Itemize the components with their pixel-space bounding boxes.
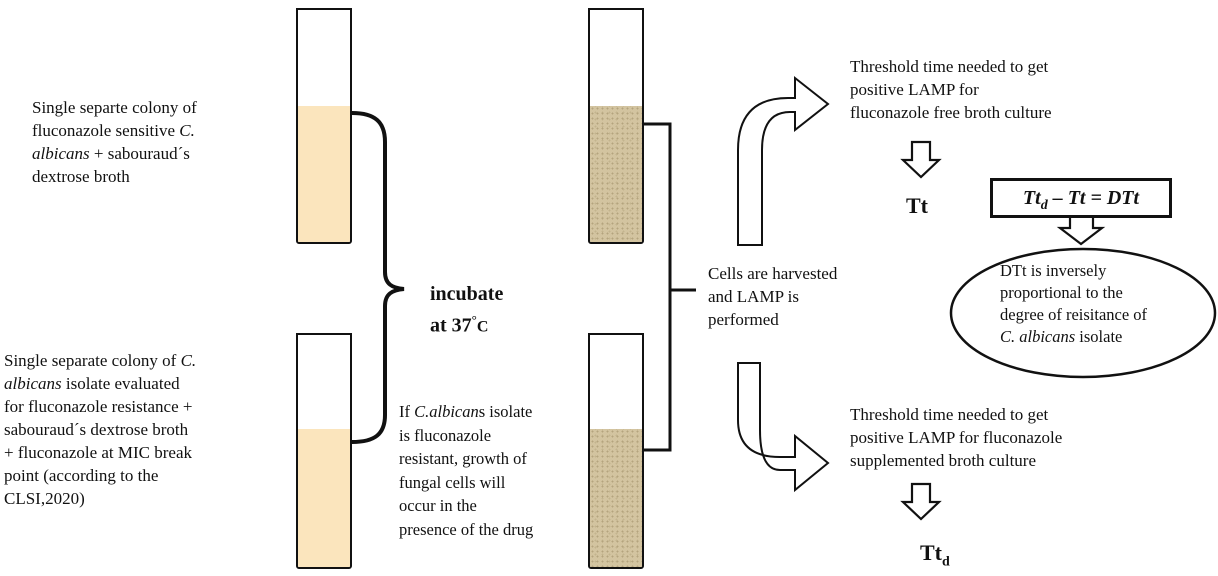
text-line: Single separate colony of C. <box>4 351 197 370</box>
tube-resistant-incubation <box>296 333 352 569</box>
right-bracket <box>644 122 696 452</box>
tube-resistant-grown <box>588 333 644 569</box>
incubate-label: incubate at 37°C <box>430 281 503 341</box>
up-right-arrow <box>737 75 830 246</box>
text-line: supplemented broth culture <box>850 451 1037 470</box>
text-line: and LAMP is <box>708 287 799 306</box>
text-line: resistant, growth of <box>399 449 527 468</box>
resistant-culture-description: Single separate colony of C. albicans is… <box>4 349 284 510</box>
text-line: Cells are harvested <box>708 264 838 283</box>
text-line: point (according to the <box>4 466 159 485</box>
down-arrow-to-ellipse <box>1056 214 1106 246</box>
text-line: Threshold time needed to get <box>850 405 1049 424</box>
clear-broth <box>298 429 350 567</box>
tt-label: Tt <box>906 193 928 218</box>
ellipse-text: DTt is inversely proportional to the deg… <box>1000 260 1200 348</box>
text-line: performed <box>708 310 779 329</box>
clear-broth <box>298 106 350 242</box>
incubate-line1: incubate <box>430 283 504 305</box>
ttd-label: Ttd <box>920 540 950 570</box>
text-line: is fluconazole <box>399 425 492 445</box>
text-line: fluconazole free broth culture <box>850 103 1052 122</box>
text-line: fungal cells will <box>399 472 506 492</box>
text-line: positive LAMP for fluconazole <box>850 428 1063 447</box>
formula-box: Ttd – Tt = DTt <box>990 178 1172 218</box>
text-line: sabouraud´s dextrose broth <box>4 420 189 439</box>
text-line: CLSI,2020) <box>4 489 85 508</box>
tube-sensitive-grown <box>588 8 644 244</box>
text-line: C. albicans isolate <box>1000 327 1123 346</box>
tube-sensitive-incubation <box>296 8 352 244</box>
text-line: albicans isolate evaluated <box>4 374 180 393</box>
text-line: occur in the <box>399 496 477 515</box>
left-brace <box>351 111 405 444</box>
text-line: dextrose broth <box>32 167 130 186</box>
text-line: DTt is inversely <box>1000 261 1107 280</box>
harvest-lamp-note: Cells are harvested and LAMP is performe… <box>708 262 878 331</box>
text-line: + fluconazole at MIC break <box>4 443 193 462</box>
down-arrow-to-tt <box>900 140 942 179</box>
threshold-free-description: Threshold time needed to get positive LA… <box>850 55 1130 124</box>
text-line: positive LAMP for <box>850 80 979 99</box>
text-line: presence of the drug <box>399 519 534 539</box>
down-right-arrow <box>737 362 830 493</box>
turbid-broth <box>590 429 642 567</box>
conclusion-ellipse <box>949 247 1217 379</box>
text-line: proportional to the <box>1000 283 1123 302</box>
text-line: fluconazole sensitive C. <box>32 121 195 140</box>
text-line: for fluconazole resistance + <box>4 397 193 416</box>
threshold-supplemented-description: Threshold time needed to get positive LA… <box>850 403 1140 472</box>
incubate-line2: at 37°C <box>430 312 489 337</box>
turbid-broth <box>590 106 642 242</box>
resistant-growth-note: If C.albicans isolate is fluconazole res… <box>399 400 594 541</box>
text-line: Threshold time needed to get <box>850 57 1049 76</box>
text-line: degree of reisitance of <box>1000 305 1148 324</box>
text-line: If C.albicans isolate <box>399 402 533 421</box>
down-arrow-to-ttd <box>900 482 942 521</box>
text-line: Single separte colony of <box>32 98 197 117</box>
text-line: albicans + sabouraud´s <box>32 144 190 163</box>
sensitive-culture-description: Single separte colony of fluconazole sen… <box>32 96 282 188</box>
